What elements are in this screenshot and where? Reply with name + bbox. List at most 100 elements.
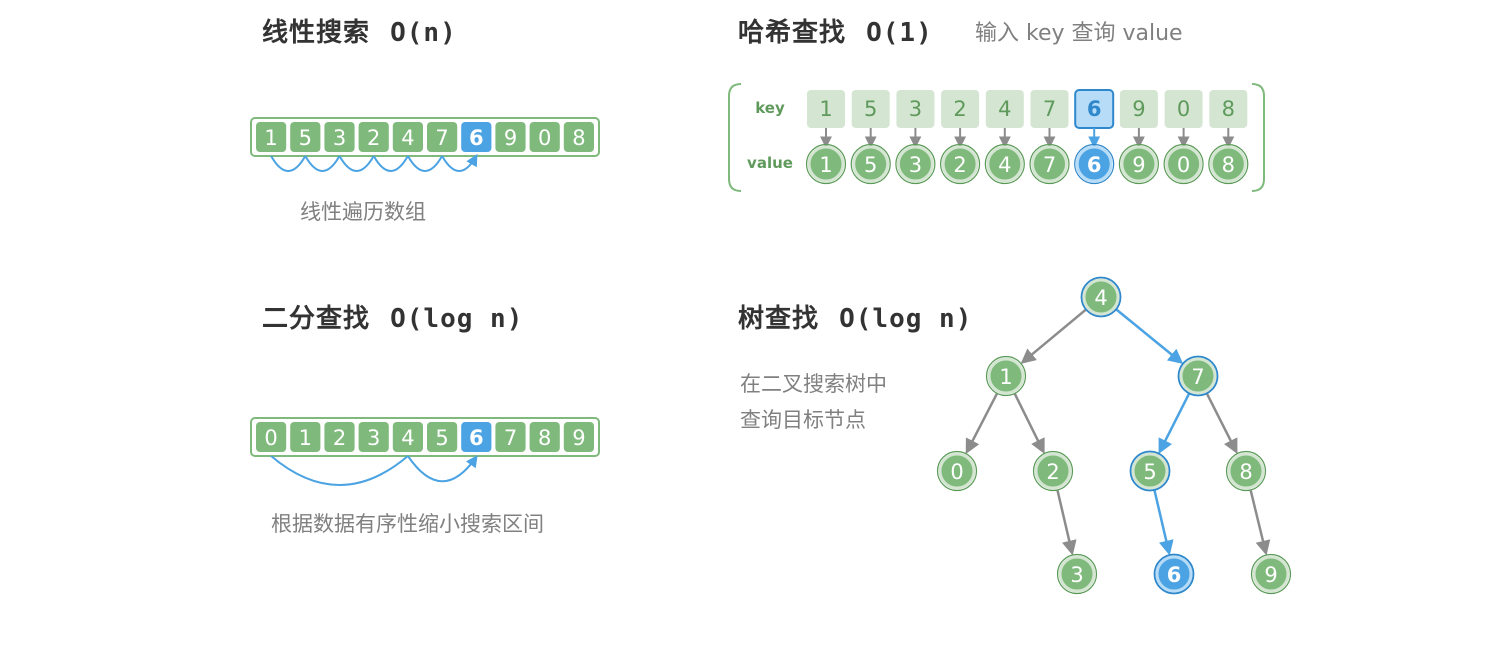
- tree-node-label: 6: [1167, 563, 1182, 587]
- linear-cell: [392, 122, 423, 152]
- tree-node-ring: [1153, 553, 1195, 595]
- binary-cell-label: 9: [572, 426, 585, 450]
- binary-cell-label: 0: [264, 426, 277, 450]
- binary-cell-label: 3: [367, 426, 380, 450]
- binary-title-complexity: O(log n): [390, 304, 524, 334]
- hash-key-text: 6: [1087, 97, 1102, 121]
- tree-edge: [1153, 490, 1174, 556]
- tree-node-label: 0: [950, 460, 963, 484]
- binary-cell: [427, 422, 458, 452]
- binary-cell: [358, 422, 389, 452]
- hash-subtitle: 输入 key 查询 value: [975, 21, 1183, 46]
- tree-title-complexity: O(log n): [839, 304, 973, 334]
- hash-value-ring: [984, 143, 1025, 185]
- hash-key-cell: [985, 90, 1024, 128]
- tree-node: [1034, 452, 1072, 490]
- hash-search-title: 哈希查找 O(1): [738, 12, 933, 49]
- tree-node-ring: [1056, 553, 1098, 595]
- linear-cell-label: 7: [435, 126, 448, 150]
- binary-jump-arc: [407, 455, 478, 483]
- linear-traverse-arc: [270, 155, 307, 172]
- hash-value-node: [986, 145, 1024, 183]
- linear-cell: [358, 122, 389, 152]
- tree-node-label: 9: [1264, 563, 1277, 587]
- linear-traverse-arc: [441, 153, 478, 172]
- tree-node-label: 7: [1191, 365, 1204, 389]
- binary-cell-label: 2: [333, 426, 346, 450]
- tree-node: [938, 452, 976, 490]
- binary-title-cn: 二分查找: [262, 304, 371, 334]
- hash-key-cell: [1209, 90, 1248, 128]
- hash-value-node: [1120, 145, 1158, 183]
- hash-value-label: value: [747, 154, 793, 172]
- tree-node-ring: [1032, 450, 1074, 492]
- hash-value-node: [941, 145, 979, 183]
- hash-key-text: 5: [864, 97, 877, 121]
- linear-cell-label: 3: [333, 126, 346, 150]
- tree-title-cn: 树查找: [738, 304, 820, 334]
- linear-cell: [256, 122, 287, 152]
- hash-key-cell: [896, 90, 935, 128]
- tree-node-label: 4: [1094, 286, 1107, 310]
- hash-value-node: [1031, 145, 1068, 183]
- tree-node: [1082, 278, 1120, 316]
- hash-key-cell: [1030, 90, 1069, 128]
- linear-cell-label: 1: [264, 126, 277, 150]
- binary-cell: [324, 422, 355, 452]
- linear-caption: 线性遍历数组: [300, 200, 426, 224]
- hash-key-text: 7: [1043, 97, 1056, 121]
- tree-node-label: 1: [999, 365, 1012, 389]
- binary-jump-arc: [270, 455, 409, 486]
- hash-value-ring: [939, 143, 981, 185]
- hash-key-cell: [851, 90, 890, 128]
- hash-title-complexity: O(1): [866, 18, 933, 48]
- linear-cell: [495, 122, 526, 152]
- hash-value-text: 6: [1087, 153, 1102, 177]
- binary-search-title: 二分查找 O(log n): [262, 298, 523, 335]
- hash-title-cn: 哈希查找: [738, 18, 847, 48]
- linear-traverse-arc: [372, 155, 409, 172]
- tree-edge: [965, 393, 998, 455]
- binary-caption: 根据数据有序性缩小搜索区间: [271, 512, 544, 536]
- hash-key-cell: [941, 90, 980, 128]
- tree-edge: [1056, 490, 1077, 556]
- hash-value-node: [896, 145, 934, 183]
- tree-node-ring: [1225, 450, 1267, 492]
- tree-node: [1252, 555, 1290, 593]
- hash-frame-left: [728, 83, 742, 192]
- tree-node: [1058, 555, 1096, 593]
- hash-value-text: 3: [909, 153, 922, 177]
- tree-node-ring: [1177, 355, 1219, 397]
- hash-value-node: [807, 145, 845, 183]
- tree-node: [1131, 452, 1169, 490]
- hash-value-ring: [895, 143, 936, 185]
- hash-key-text: 8: [1222, 97, 1235, 121]
- hash-value-ring: [850, 143, 891, 185]
- tree-edge: [1020, 308, 1087, 364]
- tree-node-label: 2: [1046, 460, 1059, 484]
- hash-key-cell: [1164, 90, 1203, 128]
- linear-cell-label: 0: [538, 126, 551, 150]
- hash-value-text: 5: [864, 153, 877, 177]
- hash-value-ring: [1208, 143, 1249, 185]
- tree-edge: [1013, 393, 1045, 454]
- tree-search-title: 树查找 O(log n): [738, 298, 972, 335]
- tree-edge: [1115, 308, 1184, 365]
- linear-cell: [324, 122, 355, 152]
- hash-key-cell: [807, 90, 845, 128]
- linear-cell: [427, 122, 458, 152]
- hash-key-text: 3: [909, 97, 922, 121]
- hash-key-text: 2: [953, 97, 966, 121]
- binary-cell-label: 8: [538, 426, 551, 450]
- hash-key-text: 9: [1132, 97, 1145, 121]
- tree-node-ring: [936, 450, 978, 492]
- linear-cell-label: 8: [572, 126, 585, 150]
- hash-frame-right: [1251, 83, 1265, 192]
- hash-value-node: [1209, 145, 1247, 183]
- linear-traverse-arc: [407, 155, 443, 172]
- linear-cell-label: 6: [469, 126, 484, 150]
- binary-cell: [529, 422, 560, 452]
